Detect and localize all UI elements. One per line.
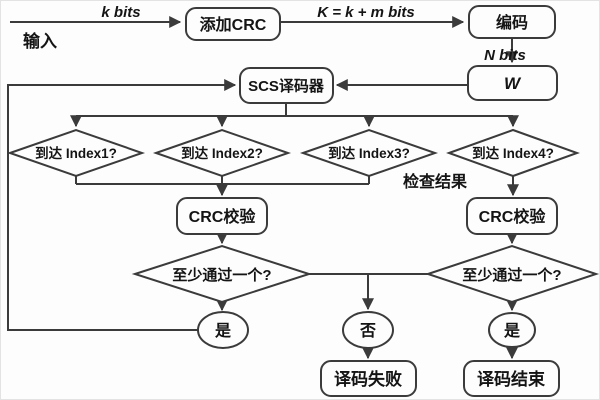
scs-decoder-box <box>239 67 334 104</box>
yes-right-circle <box>488 312 536 348</box>
label-check-result: 检查结果 <box>403 172 467 191</box>
node-yes-left: 是 <box>197 311 249 349</box>
node-reach-index2: 到达 Index2? <box>152 128 292 178</box>
node-decode-done: 译码结束 <box>463 360 560 397</box>
label-k-bits: k bits <box>101 4 140 21</box>
pass-left-diamond <box>131 244 313 304</box>
node-channel-w: W <box>467 65 558 101</box>
channel-w-box <box>467 65 558 101</box>
node-pass-at-least-one-right: 至少通过一个? <box>424 244 600 304</box>
decode-fail-box <box>320 360 417 397</box>
node-decode-fail: 译码失败 <box>320 360 417 397</box>
node-crc-check-left: CRC校验 <box>176 197 268 235</box>
reach-index3-diamond <box>299 128 439 178</box>
yes-right-label: 是 <box>503 322 520 340</box>
encode-box <box>468 5 556 39</box>
edge-yes-feedback-to-scs <box>7 79 237 331</box>
reach-index3-label: 到达 Index3? <box>328 145 410 161</box>
reach-index4-diamond <box>446 128 580 178</box>
node-reach-index4: 到达 Index4? <box>446 128 580 178</box>
crc-check-right-label: CRC校验 <box>479 207 547 226</box>
pass-left-label: 至少通过一个? <box>172 266 271 284</box>
node-reach-index1: 到达 Index1? <box>6 128 146 178</box>
pass-right-label: 至少通过一个? <box>462 266 561 284</box>
node-pass-at-least-one-left: 至少通过一个? <box>131 244 313 304</box>
label-input: 输入 <box>23 31 57 51</box>
crc-check-right-box <box>466 197 558 235</box>
scs-decoder-label: SCS译码器 <box>248 78 325 95</box>
decode-done-label: 译码结束 <box>477 369 545 389</box>
decode-fail-label: 译码失败 <box>334 369 402 389</box>
reach-index2-diamond <box>152 128 292 178</box>
channel-w-label: W <box>504 74 522 93</box>
yes-left-circle <box>197 311 249 349</box>
reach-index2-label: 到达 Index2? <box>181 145 263 161</box>
add-crc-box <box>185 7 281 41</box>
add-crc-label: 添加CRC <box>200 15 267 34</box>
node-crc-check-right: CRC校验 <box>466 197 558 235</box>
label-sum-bits: K = k + m bits <box>317 4 415 21</box>
reach-index1-label: 到达 Index1? <box>35 145 117 161</box>
node-reach-index3: 到达 Index3? <box>299 128 439 178</box>
pass-right-diamond <box>424 244 600 304</box>
no-mid-circle <box>342 311 394 349</box>
crc-check-left-box <box>176 197 268 235</box>
reach-index1-diamond <box>6 128 146 178</box>
crc-check-left-label: CRC校验 <box>189 207 257 226</box>
node-no-mid: 否 <box>342 311 394 349</box>
no-mid-label: 否 <box>359 322 376 340</box>
node-add-crc: 添加CRC <box>185 7 281 41</box>
encode-label: 编码 <box>496 13 528 32</box>
node-scs-decoder: SCS译码器 <box>239 67 334 104</box>
connectors <box>7 16 519 360</box>
yes-left-label: 是 <box>214 322 231 340</box>
node-yes-right: 是 <box>488 312 536 348</box>
label-n-bits: N bits <box>484 47 526 64</box>
decode-done-box <box>463 360 560 397</box>
node-encode: 编码 <box>468 5 556 39</box>
reach-index4-label: 到达 Index4? <box>472 145 554 161</box>
